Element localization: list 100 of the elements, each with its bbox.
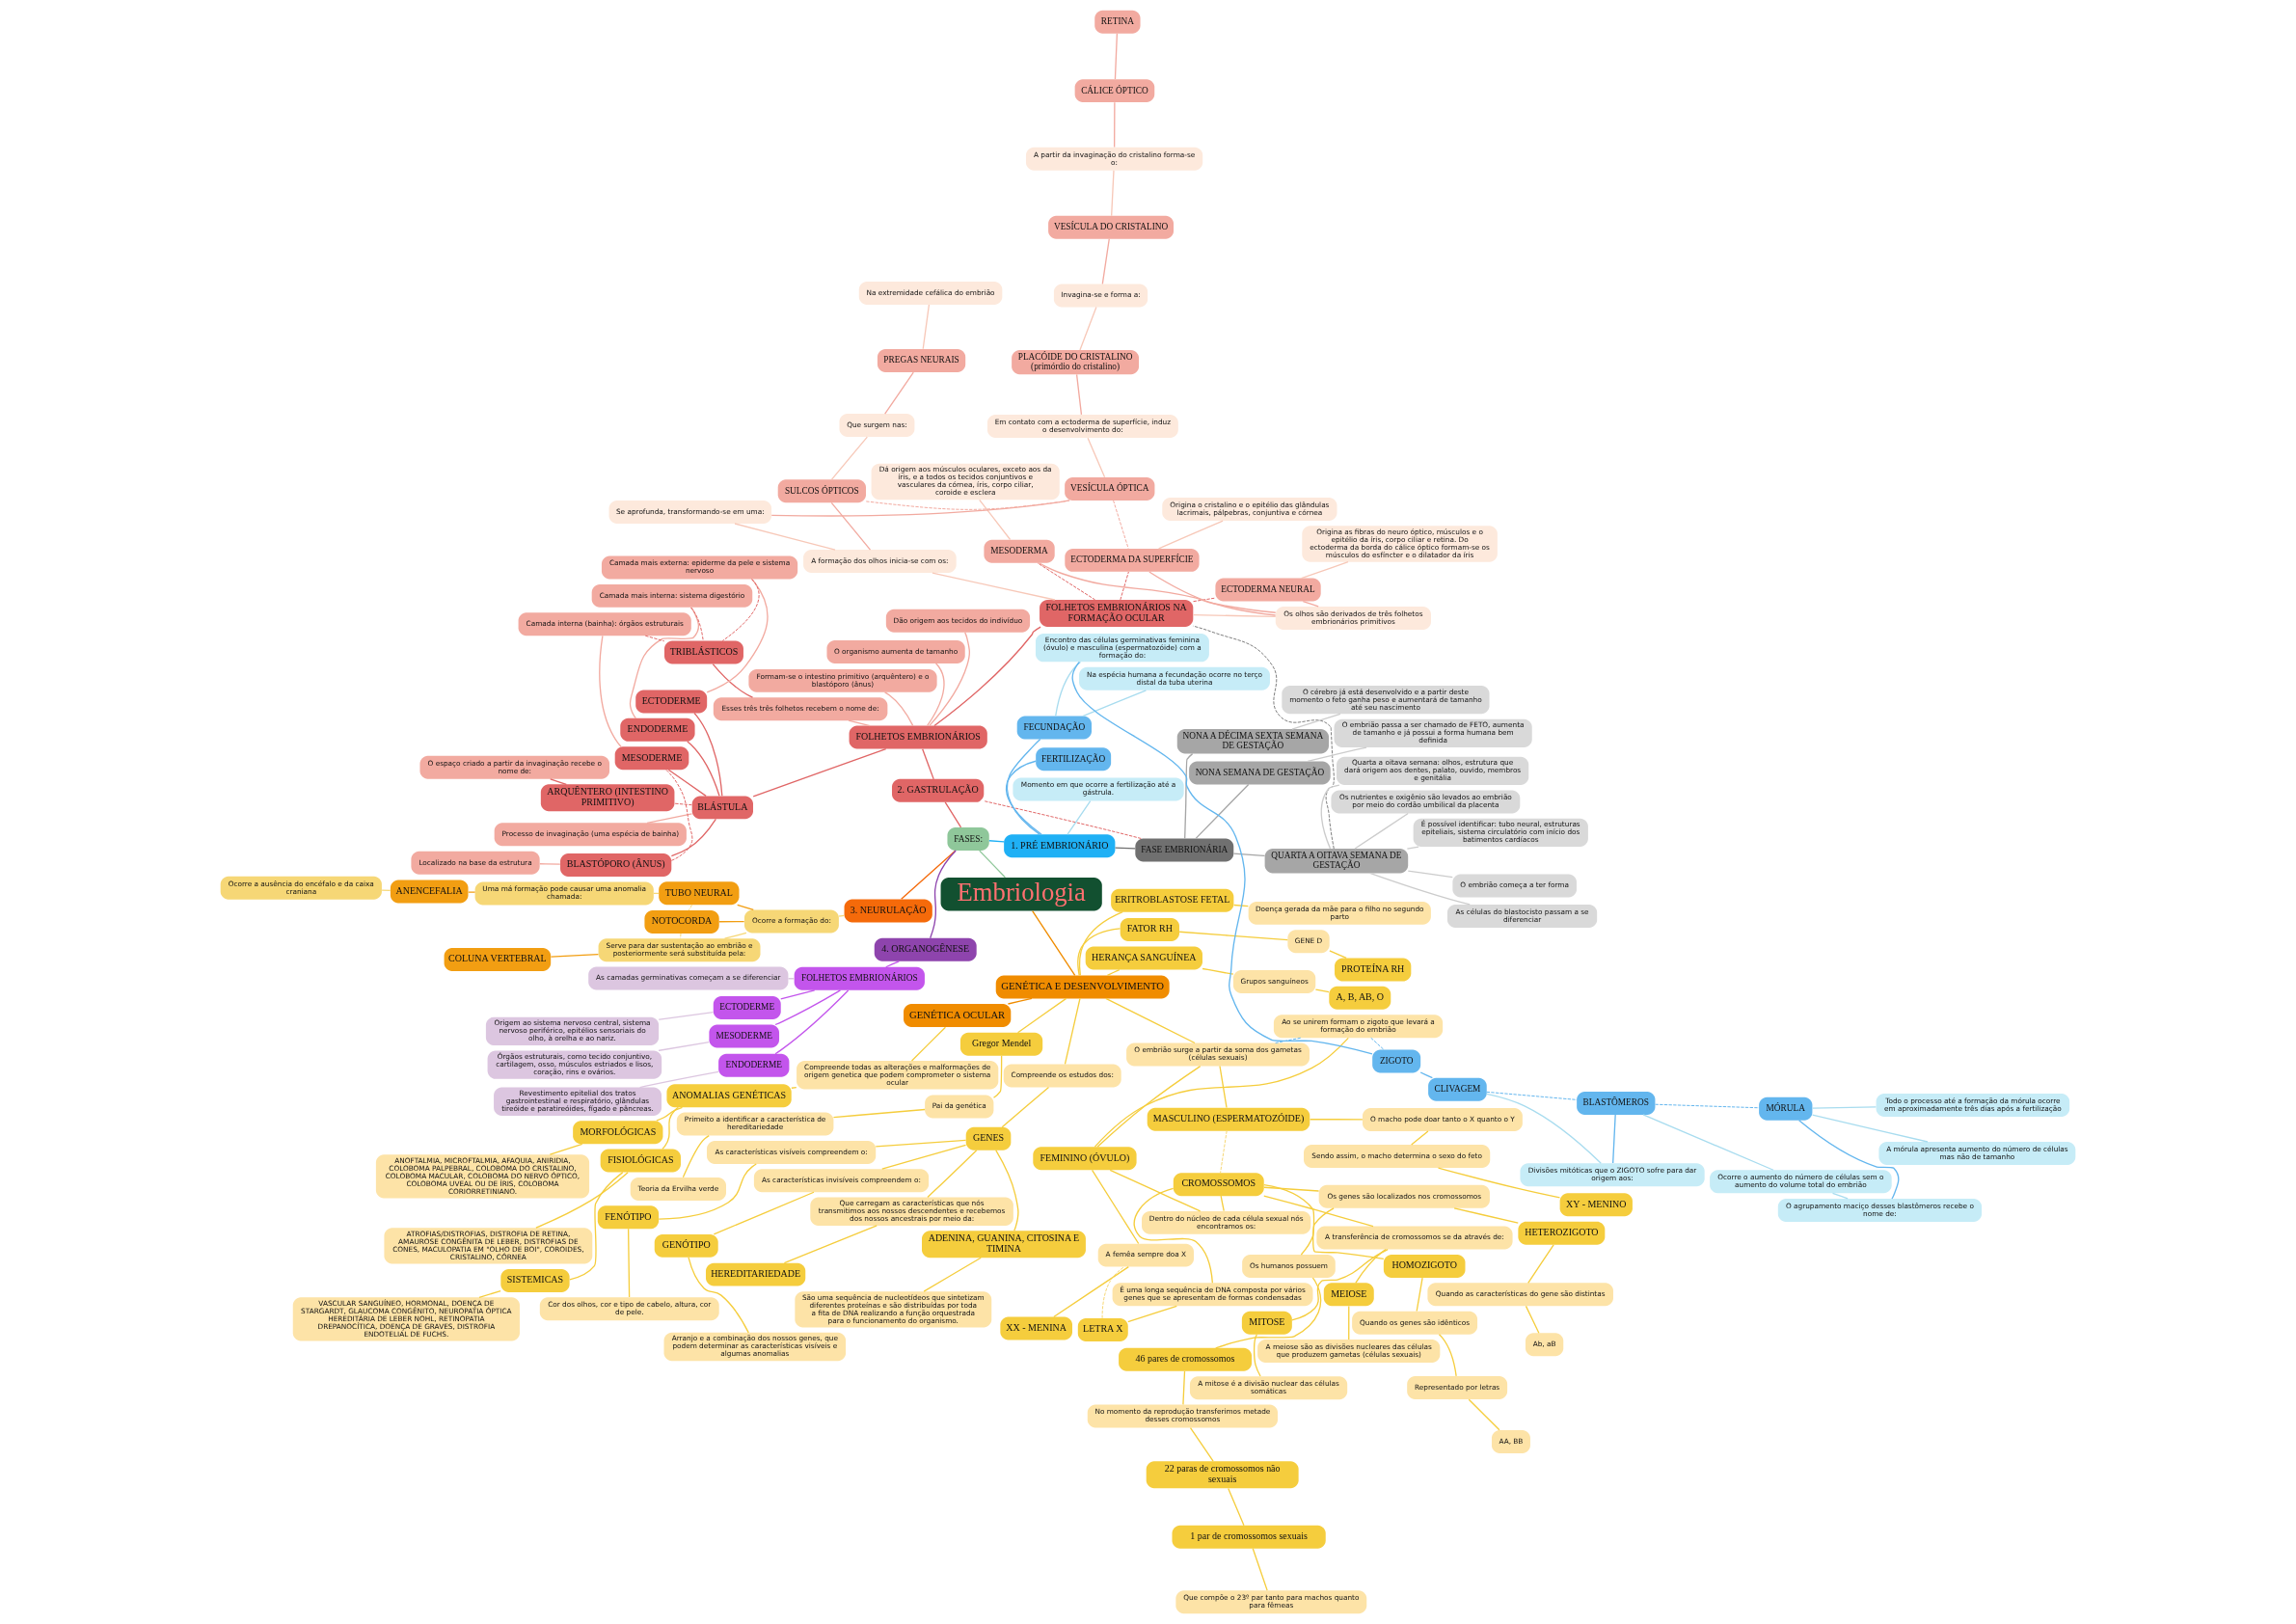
connector <box>774 989 850 1055</box>
node-box: ECTODERME <box>713 995 781 1019</box>
connector <box>1355 1248 1387 1284</box>
connector <box>848 719 871 727</box>
node-box: MITOSE <box>1241 1311 1292 1335</box>
node-box: XY - MENINO <box>1559 1193 1633 1217</box>
connector <box>1642 1114 1774 1171</box>
node-box: 2. GASTRULAÇÃO <box>892 778 985 802</box>
connector <box>1202 967 1234 975</box>
connector <box>550 778 567 785</box>
connector <box>1006 760 1042 835</box>
connector <box>1370 1037 1385 1050</box>
connector <box>478 1289 501 1298</box>
connector <box>1416 1277 1423 1313</box>
connector <box>599 635 622 747</box>
node-box: XX - MENINA <box>1000 1316 1072 1340</box>
connector <box>670 818 716 857</box>
node-box: FATOR RH <box>1120 918 1179 941</box>
connector <box>682 1134 710 1178</box>
connector <box>1106 968 1121 976</box>
node-box: FEMININO (ÓVULO) <box>1033 1147 1137 1171</box>
connector <box>1329 950 1347 960</box>
node-box: FOLHETOS EMBRIONÁRIOS <box>794 966 925 990</box>
node-box: HEREDITARIEDADE <box>706 1262 806 1286</box>
connector <box>1105 997 1196 1044</box>
connector <box>1263 1186 1320 1192</box>
connector <box>1797 1120 1900 1200</box>
connector <box>988 840 1005 843</box>
node-box: CLIVAGEM <box>1428 1077 1487 1101</box>
connector <box>1184 752 1194 840</box>
connector <box>712 663 754 698</box>
node-box: SISTEMICAS <box>500 1268 570 1292</box>
connector <box>1091 1169 1140 1245</box>
connector <box>1811 1114 1929 1143</box>
connector <box>1314 988 1330 993</box>
node-box: MESODERME <box>709 1024 779 1048</box>
connector <box>1219 1065 1228 1109</box>
connector <box>1032 910 1076 976</box>
connector <box>569 1171 624 1281</box>
connector <box>1527 1244 1554 1284</box>
connector <box>883 691 914 727</box>
connector <box>1220 1130 1228 1174</box>
connector <box>1101 1266 1125 1319</box>
connector <box>693 712 723 797</box>
connector <box>1309 1119 1364 1121</box>
node-box: MESODERMA <box>984 539 1055 563</box>
connector <box>1079 306 1097 351</box>
node-box: MÓRULA <box>1759 1096 1813 1121</box>
node-box: MESODERME <box>614 746 689 771</box>
connector <box>1263 1184 1315 1256</box>
connector <box>1525 1305 1540 1334</box>
node-box: ZIGOTO <box>1372 1049 1421 1073</box>
connector <box>1078 911 1123 977</box>
connector <box>1192 613 1277 617</box>
node-box: PLACÓIDE DO CRISTALINO (primórdio do cristalino) <box>1012 349 1140 375</box>
node-box: LETRA X <box>1077 1318 1128 1341</box>
node-box: FASE EMBRIONÁRIA <box>1135 838 1234 862</box>
connector <box>1811 1106 1877 1109</box>
connector <box>932 572 1056 601</box>
connector <box>658 1012 715 1020</box>
connector <box>550 953 600 958</box>
connector <box>1120 571 1129 601</box>
connector <box>1195 783 1250 840</box>
connector <box>881 1144 967 1170</box>
node-box: MORFOLÓGICAS <box>573 1121 663 1145</box>
connector <box>539 863 561 865</box>
connector <box>1302 600 1319 608</box>
connector <box>713 1191 815 1235</box>
connector <box>656 1106 684 1122</box>
connector <box>1037 562 1096 601</box>
node-box: Gregor Mendel <box>959 1032 1043 1056</box>
connector <box>1307 746 1367 763</box>
connector <box>1082 690 1148 717</box>
connector <box>646 813 693 824</box>
node-box: FOLHETOS EMBRIONÁRIOS NA FORMAÇÃO OCULAR <box>1040 600 1194 628</box>
node-box: GENÉTICA E DESENVOLVIMENTO <box>995 975 1170 999</box>
node-box: NONA A DÉCIMA SEXTA SEMANA DE GESTAÇÃO <box>1176 729 1329 754</box>
connector <box>1312 1207 1385 1260</box>
connector <box>1453 1207 1519 1224</box>
node-box: ARQUÊNTERO (INTESTINO PRIMITIVO) <box>540 784 675 812</box>
connector <box>1232 853 1266 857</box>
connector <box>832 1108 926 1119</box>
connector <box>922 748 934 780</box>
node-box: RETINA <box>1094 10 1141 34</box>
connector <box>1053 1266 1129 1318</box>
connector <box>923 1257 982 1292</box>
connector <box>1291 1248 1389 1321</box>
connector <box>910 1026 947 1062</box>
connector <box>658 1041 710 1052</box>
connector <box>884 371 914 415</box>
node-box: A, B, AB, O <box>1329 986 1391 1010</box>
connector <box>1114 33 1119 80</box>
connector <box>1291 713 1341 730</box>
connector <box>944 801 962 828</box>
connector <box>927 1150 978 1199</box>
connector <box>1228 1487 1245 1527</box>
connector <box>1148 571 1277 616</box>
connector <box>979 499 1012 541</box>
node-box: FECUNDAÇÃO <box>1016 716 1092 740</box>
connector <box>1354 812 1409 850</box>
